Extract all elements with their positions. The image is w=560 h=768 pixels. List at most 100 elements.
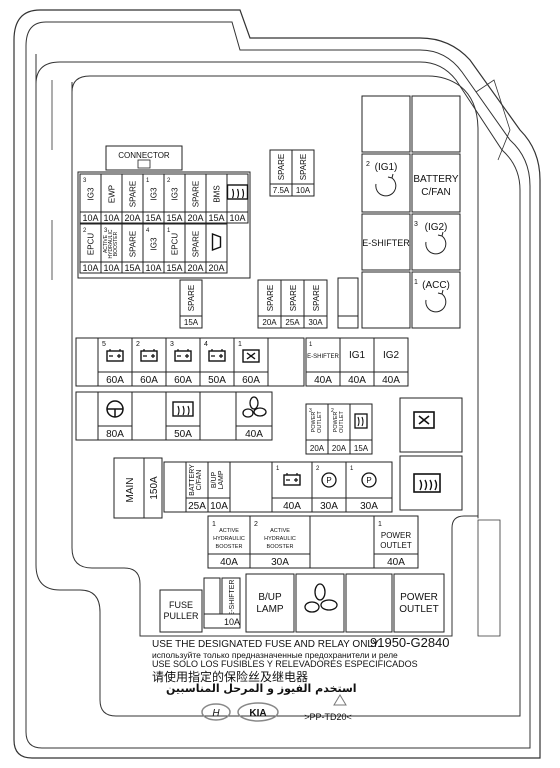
fuse-amp-label: 15A bbox=[166, 263, 182, 273]
relay-slot-number: 1 bbox=[414, 279, 418, 286]
blank-slot bbox=[199, 391, 237, 441]
fuse-amp-label: 50A bbox=[208, 375, 226, 386]
fuse-circuit-label: IG3 bbox=[150, 237, 159, 250]
fuse-amp-label: 10A bbox=[82, 263, 98, 273]
eshifter-amp: 10A bbox=[224, 617, 240, 627]
fuse-circuit-label: POWER bbox=[333, 412, 339, 433]
part-number: 91950-G2840 bbox=[370, 635, 450, 650]
heated-mirror-icon bbox=[354, 413, 368, 429]
fuse-amp-label: 15A bbox=[208, 213, 224, 223]
fuse-slot-number: 3 bbox=[170, 341, 174, 348]
fuse-amp-box bbox=[345, 497, 393, 513]
svg-text:P: P bbox=[366, 476, 371, 485]
fuse-circuit-label: EPCU bbox=[171, 233, 180, 255]
fuse-amp-label: 40A bbox=[314, 375, 332, 386]
fuse-circuit-label: OUTLET bbox=[339, 411, 345, 433]
fuse-slot-number: 1 bbox=[238, 341, 242, 348]
fuse-circuit-label: BATTERY bbox=[189, 464, 196, 496]
fuse-amp-label: 20A bbox=[187, 263, 203, 273]
notice-spanish: USE SOLO LOS FUSIBLES Y RELEVADORES ESPE… bbox=[152, 659, 418, 669]
fan-icon bbox=[242, 396, 267, 418]
fuse-slot-number: 1 bbox=[276, 466, 280, 472]
fuse-amp-label: 10A bbox=[210, 501, 228, 512]
rear-defroster-icon bbox=[172, 401, 194, 417]
fuse-slot-number: 2 bbox=[83, 228, 87, 234]
fuse-amp-label: 15A bbox=[184, 318, 199, 327]
relay-slot-number: 3 bbox=[414, 221, 418, 228]
fuse-circuit-label: OUTLET bbox=[317, 411, 323, 433]
relay-battery-cfan-line2: C/FAN bbox=[421, 187, 450, 198]
fuse-puller bbox=[159, 589, 203, 633]
fuse-box-housing bbox=[13, 9, 541, 759]
parking-icon: P bbox=[321, 472, 337, 488]
fuse-amp-label: 15A bbox=[145, 213, 161, 223]
fuse-amp-box bbox=[205, 261, 228, 274]
relay-slot-number: 2 bbox=[366, 161, 370, 168]
fuse-circuit-label: SPARE bbox=[299, 154, 308, 181]
fuse-circuit-label: IG3 bbox=[150, 187, 159, 200]
mid-fuse: 40A bbox=[235, 391, 273, 441]
fuse-amp-box bbox=[249, 553, 311, 569]
fuse-circuit-label: HYDRAULIC bbox=[264, 536, 296, 542]
connector-label: CONNECTOR bbox=[118, 151, 170, 160]
material-code: >PP-TD20< bbox=[304, 712, 352, 722]
fuse-top-1: EWP 10A bbox=[100, 173, 123, 224]
blank-relay bbox=[345, 573, 393, 633]
fuse-amp-box bbox=[373, 371, 409, 387]
fuse-amp-box bbox=[97, 425, 133, 441]
fuse-circuit-label: POWER bbox=[311, 412, 317, 433]
svg-text:P: P bbox=[326, 476, 331, 485]
fuse-circuit-label: SPARE bbox=[277, 154, 286, 181]
fuse-amp-label: 20A bbox=[187, 213, 203, 223]
recycle-icon bbox=[333, 694, 347, 706]
fuse-amp-label: 30A bbox=[320, 501, 338, 512]
parking-icon: P bbox=[361, 472, 377, 488]
fuse-circuit-label: E-SHIFTER bbox=[307, 354, 339, 360]
horn-icon bbox=[211, 232, 222, 252]
blank-slot bbox=[309, 515, 375, 569]
blank-slot bbox=[75, 391, 99, 441]
fuse-circuit-label: HYDRAULIC bbox=[108, 229, 114, 258]
notice-russian: используйте только предназначенные предо… bbox=[152, 650, 398, 660]
fuse-slot-number: 4 bbox=[146, 228, 150, 234]
fuse-body bbox=[165, 391, 201, 427]
fuse-slot-number: 1 bbox=[350, 466, 354, 472]
fuse-slot-number: 1 bbox=[167, 228, 171, 234]
rear-defroster-icon bbox=[413, 473, 441, 493]
battery-icon bbox=[106, 349, 124, 362]
left-fuse-block bbox=[77, 171, 251, 279]
battery-icon bbox=[140, 349, 158, 362]
fuse-circuit-label: HYDRAULIC bbox=[213, 536, 245, 542]
fuse-amp-label: 10A bbox=[103, 213, 119, 223]
fuse-circuit-label: OUTLET bbox=[380, 541, 412, 550]
fuse-amp-label: 50A bbox=[174, 429, 192, 440]
fuse-circuit-label: POWER bbox=[381, 531, 411, 540]
fuse-body bbox=[207, 515, 251, 555]
fuse-circuit-label: EWP bbox=[108, 185, 117, 203]
fuse-amp-label: 40A bbox=[220, 557, 238, 568]
relay-eshifter-label: E-SHIFTER bbox=[362, 238, 410, 248]
blank-slot bbox=[337, 315, 359, 329]
fuse-body bbox=[311, 461, 347, 499]
fuse-circuit-label: EPCU bbox=[87, 233, 96, 255]
